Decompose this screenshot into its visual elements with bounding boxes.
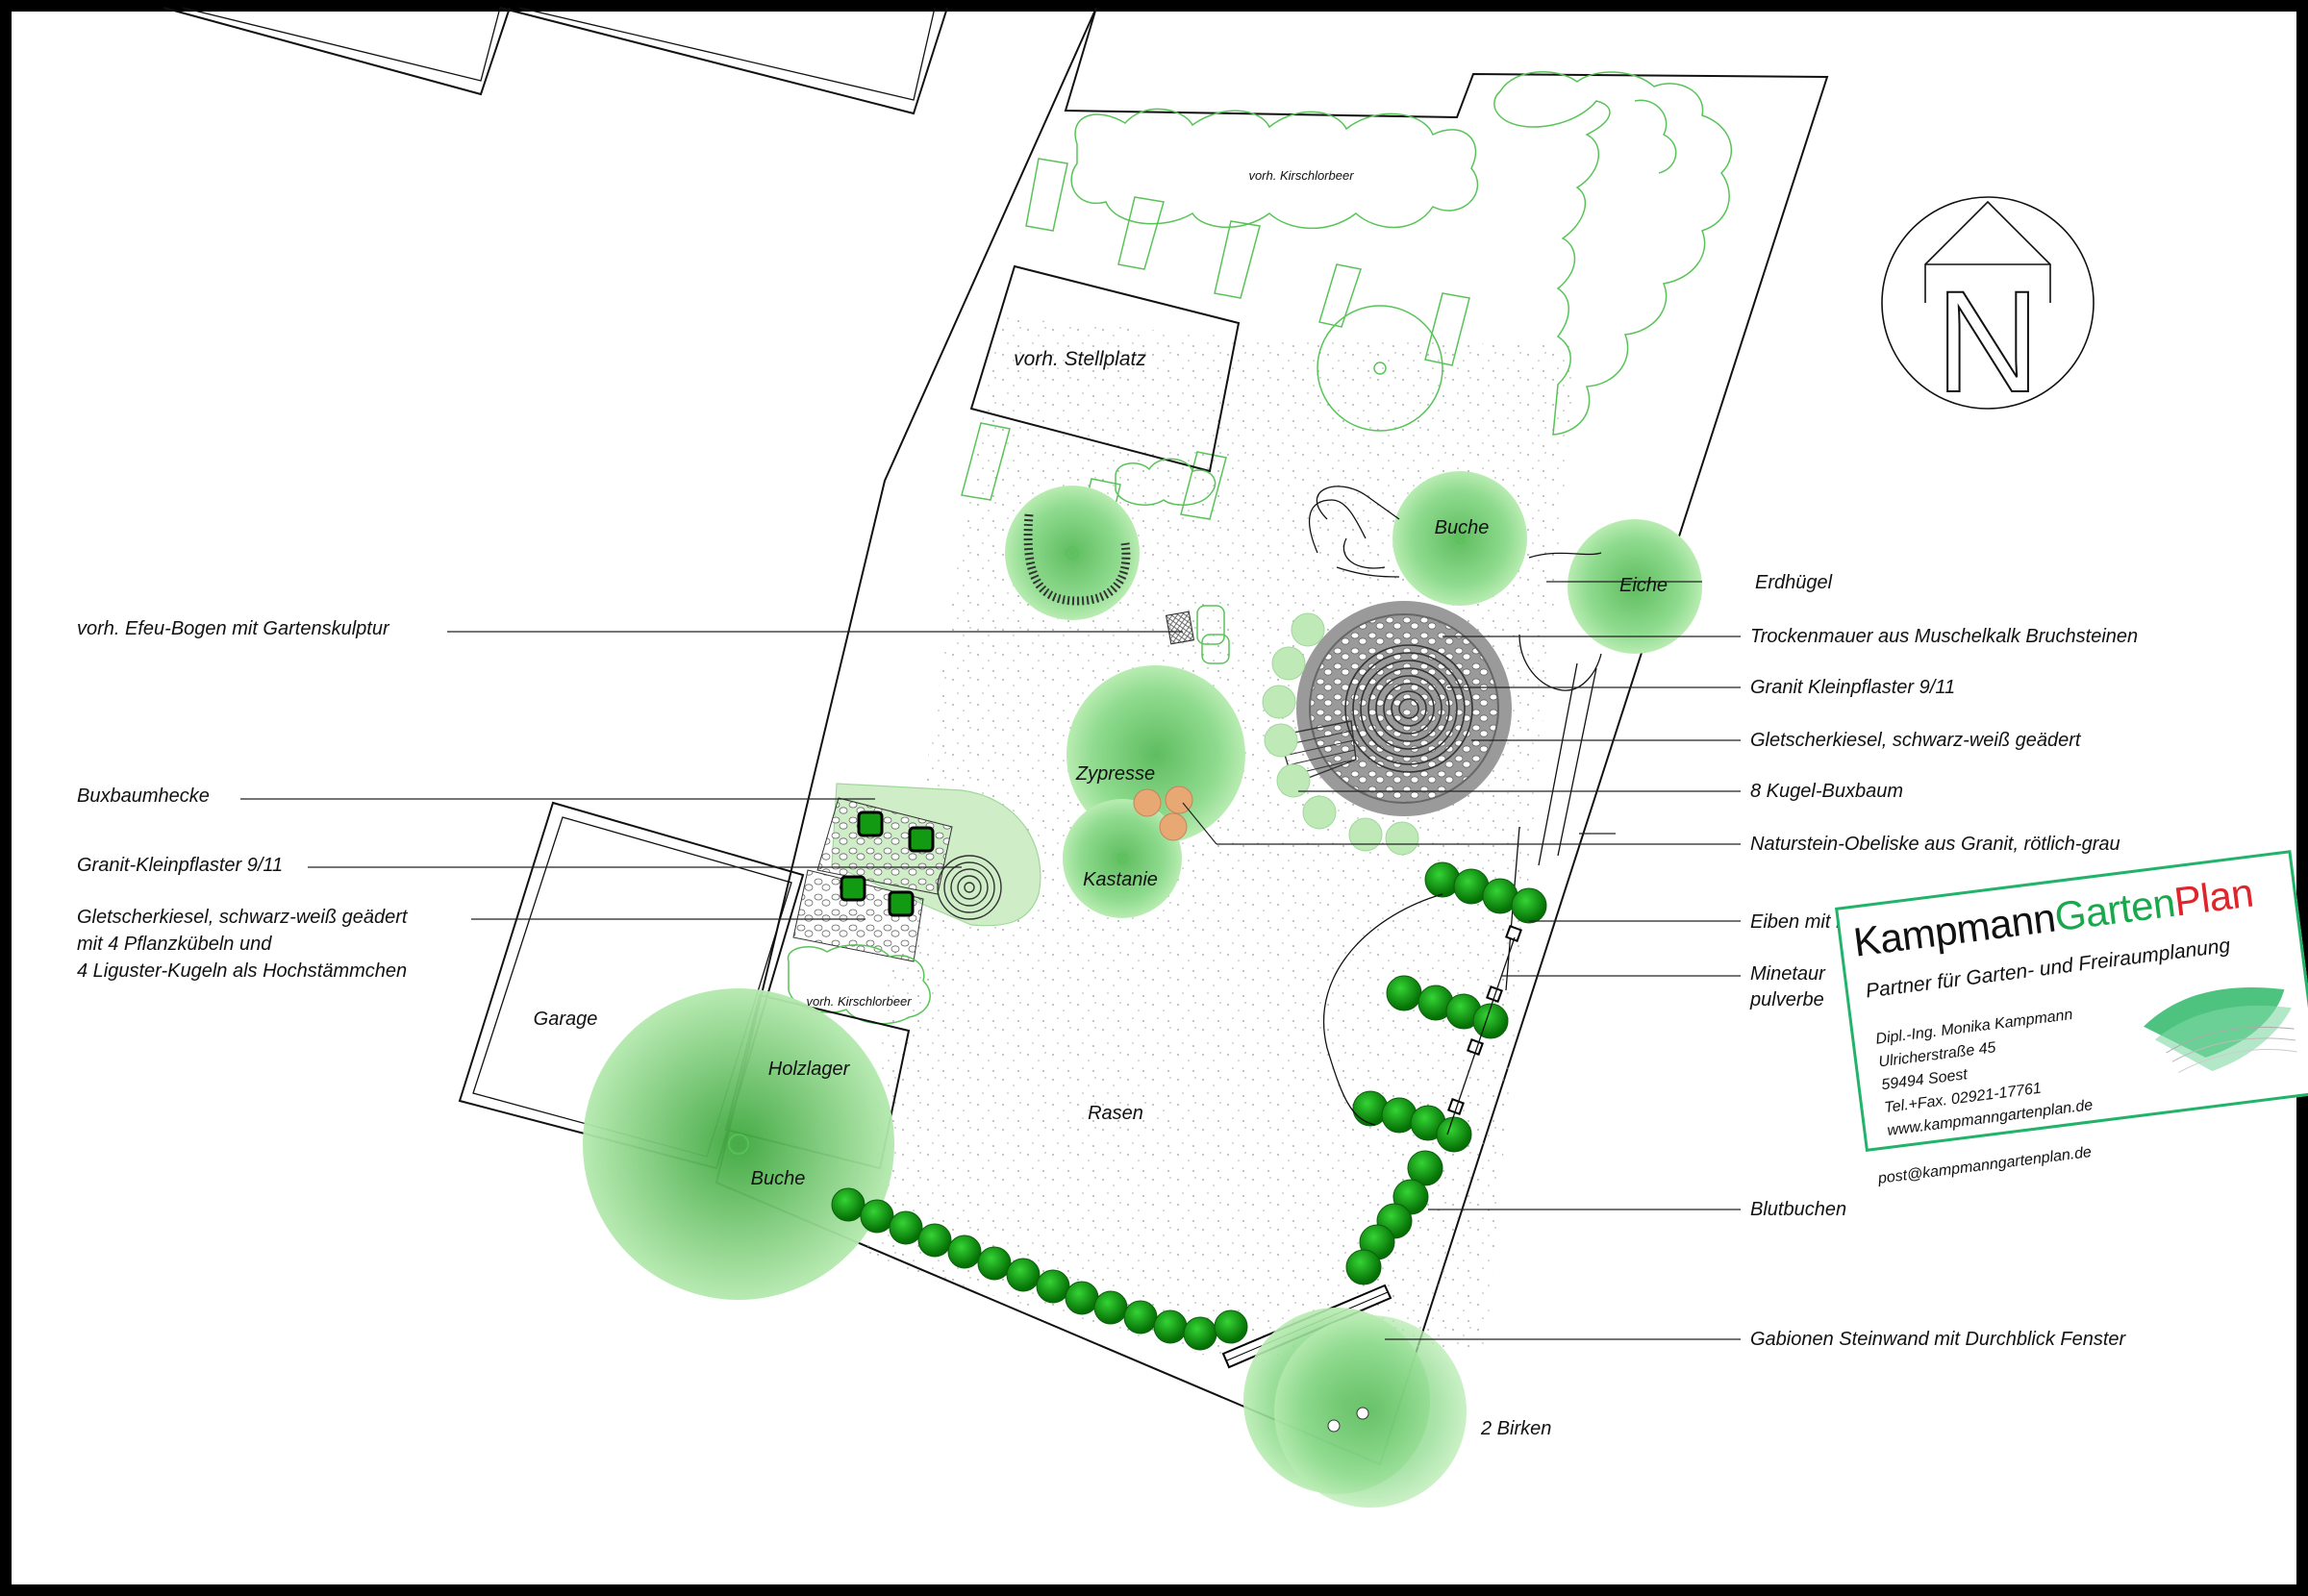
- callout-kugel-buxbaum: 8 Kugel-Buxbaum: [1750, 781, 1903, 802]
- bottom-hedge: [831, 1187, 1248, 1351]
- company-name-part3: Plan: [2171, 869, 2256, 925]
- callout-gletscherkiesel-left: Gletscherkiesel, schwarz-weiß geädert: [77, 907, 409, 928]
- existing-tree-top: [1317, 305, 1443, 432]
- neighbour-building: [163, 7, 948, 115]
- callout-liguster: 4 Liguster-Kugeln als Hochstämmchen: [77, 960, 407, 982]
- north-letter: N: [1936, 261, 2040, 422]
- callout-efeu-bogen: vorh. Efeu-Bogen mit Gartenskulptur: [77, 618, 390, 639]
- kastanie-tree: [1063, 799, 1182, 918]
- obelisks: [1133, 786, 1193, 841]
- callout-minetaur: Minetaur: [1750, 963, 1826, 985]
- buche-tree-bottom: [583, 988, 894, 1300]
- label-birken: 2 Birken: [1480, 1418, 1551, 1439]
- logo-emblem-icon: [2144, 987, 2297, 1074]
- left-leaders: [240, 631, 1183, 920]
- callout-erdhuegel: Erdhügel: [1755, 572, 1833, 593]
- callout-pflanzkuebel: mit 4 Pflanzkübeln und: [77, 934, 272, 955]
- north-arrow-icon: N: [1881, 196, 2095, 423]
- stellplatz: [969, 264, 1241, 473]
- callout-blutbuchen: Blutbuchen: [1750, 1199, 1846, 1220]
- blutbuchen-hedge: [1345, 861, 1547, 1285]
- company-logo-card: KampmannGartenPlan Partner für Garten- u…: [1835, 850, 2308, 1152]
- boundary-hedge: [1493, 71, 1732, 436]
- existing-beds: [961, 158, 1470, 554]
- eiben-markers: [1447, 925, 1522, 1115]
- callout-trockenmauer: Trockenmauer aus Muschelkalk Bruchsteine…: [1750, 626, 2138, 647]
- buche-tree-top: [1392, 471, 1527, 606]
- label-rasen: Rasen: [1088, 1103, 1143, 1124]
- efeu-bogen-tree: [1005, 486, 1140, 620]
- lawn-edge: [1322, 893, 1443, 1126]
- planter-tubs: [840, 810, 935, 917]
- right-leaders: [1182, 581, 1741, 1340]
- callout-granit-kleinpflaster-left: Granit-Kleinpflaster 9/11: [77, 855, 283, 876]
- company-name-part2: Garten: [2051, 879, 2178, 940]
- property-boundary: [715, 7, 1829, 1466]
- callout-gabionen: Gabionen Steinwand mit Durchblick Fenste…: [1750, 1329, 2127, 1350]
- label-kastanie: Kastanie: [1083, 869, 1158, 890]
- birken-trees: [1243, 1308, 1467, 1508]
- label-buche-bottom: Buche: [751, 1168, 806, 1189]
- label-eiche: Eiche: [1619, 575, 1668, 596]
- left-bed: [792, 783, 1041, 962]
- earth-mound-path: [1316, 486, 1602, 991]
- label-buche-top: Buche: [1435, 517, 1490, 538]
- callout-pulverbe: pulverbe: [1749, 989, 1824, 1010]
- round-plaza: [1278, 601, 1512, 816]
- label-stellplatz: vorh. Stellplatz: [1014, 348, 1146, 370]
- garden-sculpture: [1165, 605, 1230, 664]
- callout-buxbaumhecke: Buxbaumhecke: [77, 786, 210, 807]
- kugel-buxbaum-ring: [1262, 612, 1419, 856]
- callout-gletscherkiesel-right: Gletscherkiesel, schwarz-weiß geädert: [1750, 730, 2082, 751]
- kirschlorbeer-hedge: [1070, 108, 1479, 230]
- company-name-part1: Kampmann: [1850, 894, 2058, 965]
- zypresse-tree: [1066, 665, 1245, 844]
- label-zypresse: Zypresse: [1075, 763, 1155, 785]
- label-holzlager: Holzlager: [768, 1059, 851, 1080]
- label-kirschlorbeer-top: vorh. Kirschlorbeer: [1248, 168, 1354, 183]
- callout-obelisken: Naturstein-Obeliske aus Granit, rötlich-…: [1750, 834, 2120, 855]
- label-kirschlorbeer-small: vorh. Kirschlorbeer: [806, 994, 912, 1009]
- label-garage: Garage: [534, 1009, 598, 1030]
- callout-granit-kleinpflaster-right: Granit Kleinpflaster 9/11: [1750, 677, 1955, 698]
